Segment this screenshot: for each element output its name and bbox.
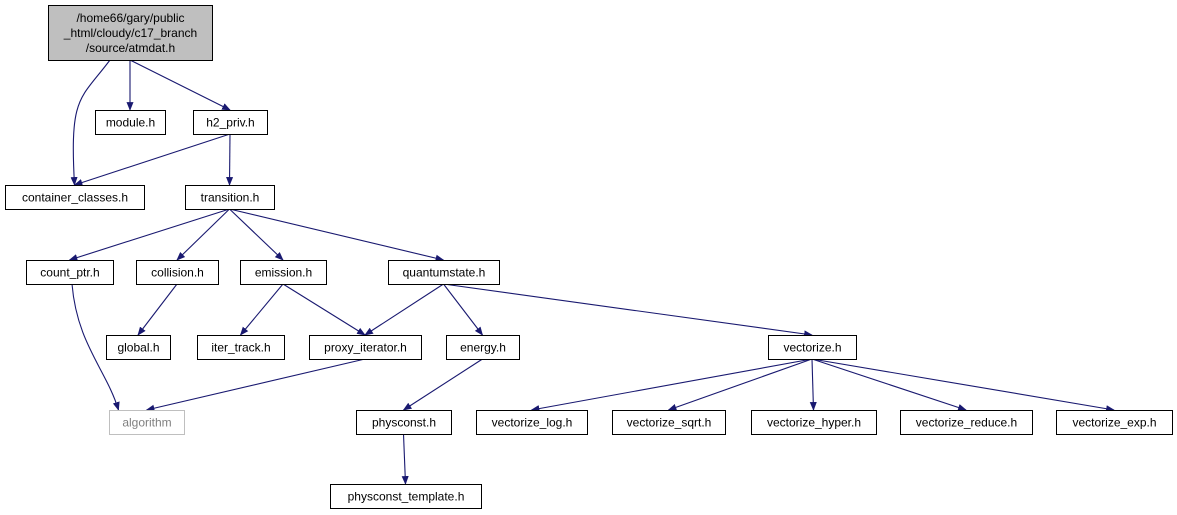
node-box-count-ptr: [26, 260, 114, 285]
node-label-atmdat-line-2: _html/cloudy/c17_branch: [63, 26, 197, 40]
node-box-algorithm: [109, 410, 185, 435]
edge-vectorize-to-vectorize-hyper: [809, 358, 817, 411]
node-label-iter-track: iter_track.h: [211, 341, 270, 355]
node-label-physconst: physconst.h: [372, 416, 436, 430]
edge-emission-to-iter-track: [239, 283, 284, 336]
edge-quantumstate-to-energy: [443, 283, 484, 336]
node-module[interactable]: module.h: [95, 110, 166, 135]
node-vectorize-sqrt[interactable]: vectorize_sqrt.h: [612, 410, 726, 435]
node-vectorize-log[interactable]: vectorize_log.h: [476, 410, 588, 435]
edge-transition-to-count-ptr: [68, 208, 230, 261]
node-box-module: [95, 110, 166, 135]
node-transition[interactable]: transition.h: [185, 185, 275, 210]
node-label-vectorize-hyper: vectorize_hyper.h: [767, 416, 861, 430]
edge-vectorize-to-vectorize-log: [530, 358, 813, 413]
node-box-atmdat: [48, 5, 213, 61]
node-label-container-classes: container_classes.h: [22, 191, 128, 205]
node-box-iter-track: [197, 335, 285, 360]
edge-quantumstate-to-proxy-iterator: [364, 283, 444, 336]
node-label-count-ptr: count_ptr.h: [40, 266, 99, 280]
node-container-classes[interactable]: container_classes.h: [5, 185, 145, 210]
node-label-algorithm: algorithm: [122, 416, 171, 430]
node-box-vectorize-sqrt: [612, 410, 726, 435]
nodes-layer: /home66/gary/public_html/cloudy/c17_bran…: [5, 5, 1173, 509]
node-box-physconst-template: [330, 484, 482, 509]
edge-atmdat-to-h2-priv: [129, 59, 231, 111]
node-box-energy: [446, 335, 520, 360]
node-label-vectorize: vectorize.h: [783, 341, 841, 355]
node-label-physconst-template: physconst_template.h: [348, 490, 465, 504]
node-count-ptr[interactable]: count_ptr.h: [26, 260, 114, 285]
node-label-global: global.h: [117, 341, 159, 355]
node-box-quantumstate: [388, 260, 500, 285]
node-energy[interactable]: energy.h: [446, 335, 520, 360]
edge-vectorize-to-vectorize-reduce: [811, 358, 967, 411]
node-box-global: [106, 335, 171, 360]
node-label-energy: energy.h: [460, 341, 506, 355]
node-box-vectorize-log: [476, 410, 588, 435]
node-label-transition: transition.h: [201, 191, 260, 205]
edge-count-ptr-to-algorithm: [71, 283, 120, 411]
edge-collision-to-global: [137, 283, 178, 336]
node-quantumstate[interactable]: quantumstate.h: [388, 260, 500, 285]
node-box-container-classes: [5, 185, 145, 210]
edge-transition-to-quantumstate: [229, 208, 445, 262]
node-physconst-template[interactable]: physconst_template.h: [330, 484, 482, 509]
node-physconst[interactable]: physconst.h: [356, 410, 452, 435]
node-box-emission: [240, 260, 327, 285]
edges-layer: [68, 59, 1115, 485]
node-label-emission: emission.h: [255, 266, 312, 280]
edge-proxy-iterator-to-algorithm: [145, 358, 366, 412]
node-vectorize-hyper[interactable]: vectorize_hyper.h: [751, 410, 877, 435]
node-label-collision: collision.h: [151, 266, 204, 280]
node-collision[interactable]: collision.h: [136, 260, 219, 285]
node-label-vectorize-log: vectorize_log.h: [492, 416, 573, 430]
node-vectorize[interactable]: vectorize.h: [768, 335, 857, 360]
node-box-physconst: [356, 410, 452, 435]
node-box-proxy-iterator: [309, 335, 422, 360]
node-vectorize-reduce[interactable]: vectorize_reduce.h: [900, 410, 1033, 435]
node-algorithm[interactable]: algorithm: [109, 410, 185, 435]
edge-quantumstate-to-vectorize: [443, 283, 813, 338]
edge-physconst-to-physconst-template: [401, 433, 409, 485]
edge-energy-to-physconst: [402, 358, 483, 411]
edge-vectorize-to-vectorize-exp: [811, 358, 1115, 413]
node-emission[interactable]: emission.h: [240, 260, 327, 285]
node-label-atmdat-line-3: /source/atmdat.h: [86, 41, 175, 55]
node-label-vectorize-sqrt: vectorize_sqrt.h: [627, 416, 712, 430]
node-label-h2-priv: h2_priv.h: [206, 116, 254, 130]
node-box-vectorize-hyper: [751, 410, 877, 435]
node-label-vectorize-reduce: vectorize_reduce.h: [916, 416, 1017, 430]
node-iter-track[interactable]: iter_track.h: [197, 335, 285, 360]
edge-h2-priv-to-transition: [226, 133, 234, 186]
node-atmdat[interactable]: /home66/gary/public_html/cloudy/c17_bran…: [48, 5, 213, 61]
node-label-atmdat-line-1: /home66/gary/public: [76, 11, 184, 25]
node-global[interactable]: global.h: [106, 335, 171, 360]
node-box-collision: [136, 260, 219, 285]
node-vectorize-exp[interactable]: vectorize_exp.h: [1056, 410, 1173, 435]
node-box-transition: [185, 185, 275, 210]
node-box-vectorize: [768, 335, 857, 360]
node-label-module: module.h: [106, 116, 155, 130]
edge-h2-priv-to-container-classes: [73, 133, 231, 186]
node-label-proxy-iterator: proxy_iterator.h: [324, 341, 407, 355]
edge-transition-to-emission: [229, 208, 284, 261]
node-h2-priv[interactable]: h2_priv.h: [193, 110, 268, 135]
node-box-h2-priv: [193, 110, 268, 135]
node-box-vectorize-reduce: [900, 410, 1033, 435]
node-box-vectorize-exp: [1056, 410, 1173, 435]
node-label-quantumstate: quantumstate.h: [403, 266, 486, 280]
node-proxy-iterator[interactable]: proxy_iterator.h: [309, 335, 422, 360]
edge-atmdat-to-container-classes: [70, 59, 111, 186]
node-label-vectorize-exp: vectorize_exp.h: [1072, 416, 1156, 430]
edge-transition-to-collision: [176, 208, 230, 261]
edge-emission-to-proxy-iterator: [282, 283, 366, 336]
edge-vectorize-to-vectorize-sqrt: [667, 358, 813, 411]
